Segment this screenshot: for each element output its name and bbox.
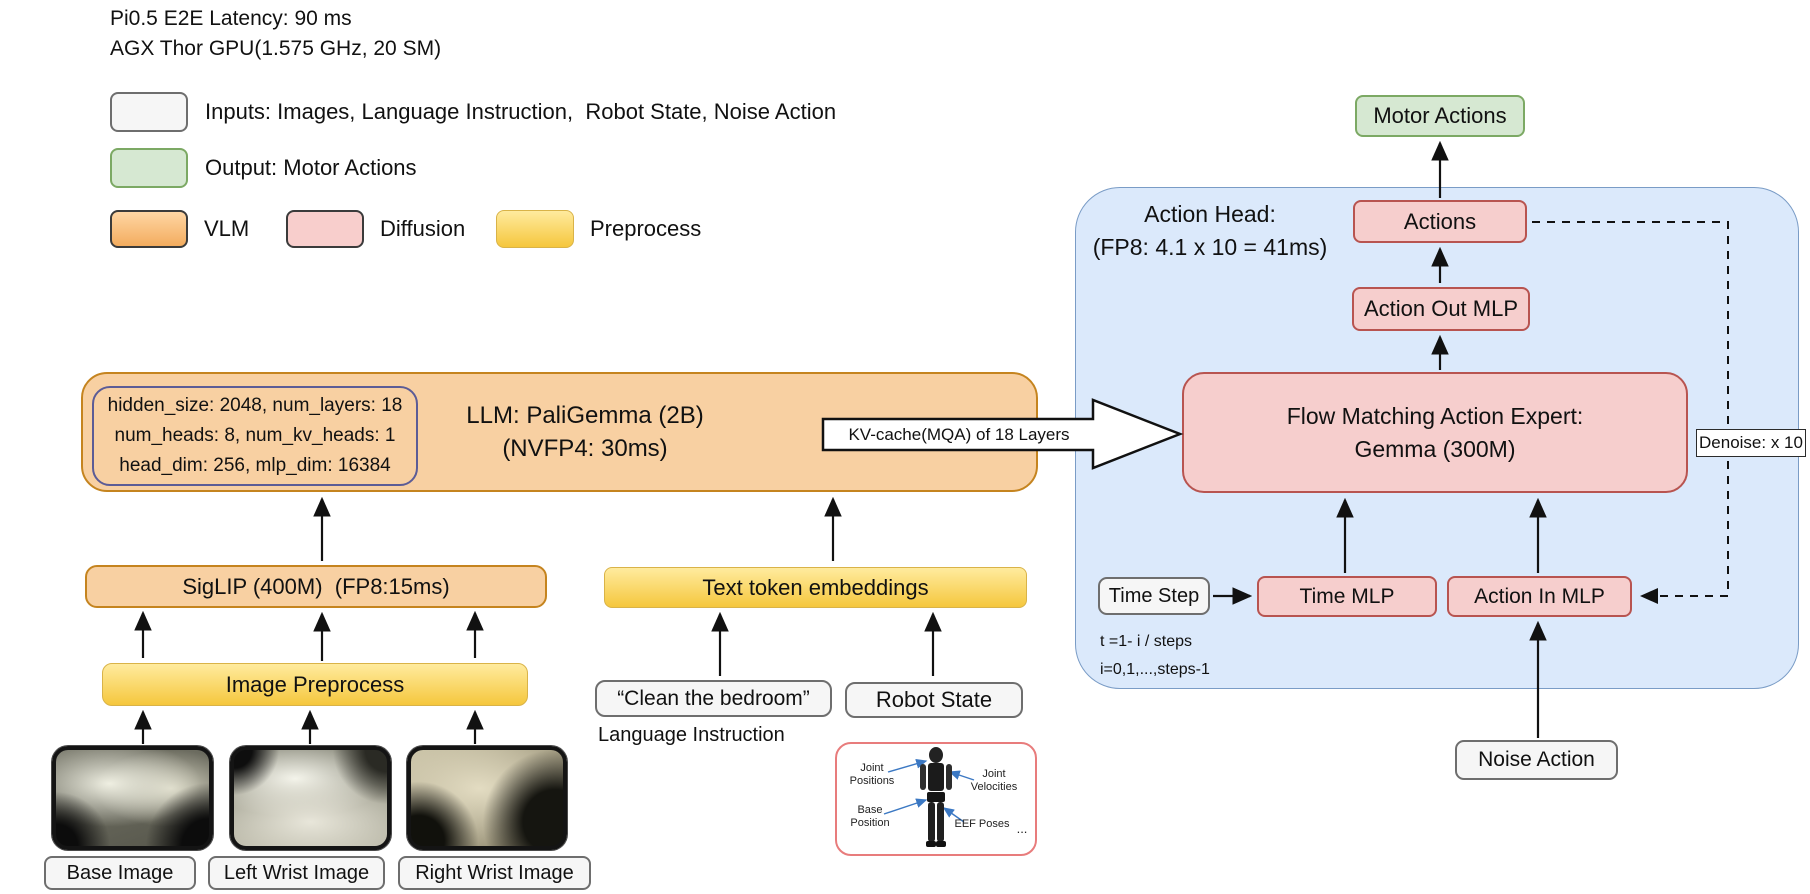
legend-inputs-swatch [110, 92, 188, 132]
joint-positions-label: Joint Positions [849, 762, 895, 787]
diagram-title: Pi0.5 E2E Latency: 90 ms AGX Thor GPU(1.… [110, 4, 441, 64]
action-head-title: Action Head: (FP8: 4.1 x 10 = 41ms) [1090, 198, 1330, 264]
time-step-box: Time Step [1098, 577, 1210, 615]
legend-preprocess-swatch [496, 210, 574, 248]
left-wrist-image-label: Left Wrist Image [208, 856, 385, 890]
robot-image [905, 746, 967, 852]
siglip-label: SigLIP (400M) (FP8:15ms) [182, 573, 450, 599]
image-preprocess-box: Image Preprocess [102, 663, 528, 706]
action-out-mlp-box: Action Out MLP [1352, 287, 1530, 331]
left-wrist-image-thumbnail [230, 746, 391, 850]
actions-box: Actions [1353, 200, 1527, 243]
title-line-latency: Pi0.5 E2E Latency: 90 ms [110, 7, 352, 30]
legend-diffusion-label: Diffusion [380, 216, 466, 241]
legend-inputs-label: Inputs: Images, Language Instruction, Ro… [205, 99, 837, 124]
denoise-label: Denoise: x 10 [1696, 429, 1806, 457]
legend-diffusion-swatch [286, 210, 364, 248]
flow-matching-line2: Gemma (300M) [1354, 435, 1516, 462]
llm-config-line1: hidden_size: 2048, num_layers: 18 [107, 395, 403, 416]
legend-output-swatch [110, 148, 188, 188]
robot-state-ellipsis: ... [1016, 821, 1028, 836]
base-position-label: Base Position [850, 804, 890, 829]
noise-action-box: Noise Action [1455, 740, 1618, 780]
right-wrist-image-label: Right Wrist Image [398, 856, 591, 890]
base-image-label: Base Image [44, 856, 196, 890]
flow-matching-line1: Flow Matching Action Expert: [1286, 402, 1584, 429]
llm-config-line3: head_dim: 256, mlp_dim: 16384 [119, 455, 391, 476]
language-instruction-caption: Language Instruction [598, 724, 785, 746]
llm-title-line1: LLM: PaliGemma (2B) [466, 402, 704, 429]
legend-output-label: Output: Motor Actions [205, 155, 417, 180]
legend-preprocess-label: Preprocess [590, 216, 702, 241]
kv-cache-arrow-label: KV-cache(MQA) of 18 Layers [848, 425, 1070, 444]
action-in-mlp-box: Action In MLP [1447, 576, 1632, 617]
siglip-box: SigLIP (400M) (FP8:15ms) [85, 565, 547, 608]
flow-matching-expert-box: Flow Matching Action Expert: Gemma (300M… [1182, 372, 1688, 493]
time-step-formula: t =1- i / steps i=0,1,...,steps-1 [1100, 628, 1210, 684]
formula-line1: t =1- i / steps [1100, 633, 1193, 650]
llm-title-line2: (NVFP4: 30ms) [502, 435, 668, 462]
llm-title: LLM: PaliGemma (2B) (NVFP4: 30ms) [430, 388, 740, 476]
robot-state-box: Robot State [845, 682, 1023, 718]
action-head-title-line1: Action Head: [1144, 201, 1276, 227]
action-head-title-line2: (FP8: 4.1 x 10 = 41ms) [1092, 234, 1328, 260]
joint-velocities-label: Joint Velocities [970, 768, 1018, 793]
eef-poses-label: EEF Poses [954, 818, 1010, 830]
formula-line2: i=0,1,...,steps-1 [1100, 661, 1210, 678]
legend-vlm-swatch [110, 210, 188, 248]
language-instruction-box: “Clean the bedroom” [595, 680, 832, 717]
base-image-thumbnail [52, 746, 213, 850]
right-wrist-image-thumbnail [407, 746, 567, 850]
title-line-gpu: AGX Thor GPU(1.575 GHz, 20 SM) [110, 37, 442, 60]
text-token-embeddings-box: Text token embeddings [604, 567, 1027, 608]
time-mlp-box: Time MLP [1257, 576, 1437, 617]
llm-config-box: hidden_size: 2048, num_layers: 18 num_he… [92, 386, 418, 486]
motor-actions-box: Motor Actions [1355, 95, 1525, 137]
legend-vlm-label: VLM [204, 216, 250, 241]
llm-config-line2: num_heads: 8, num_kv_heads: 1 [114, 425, 396, 446]
